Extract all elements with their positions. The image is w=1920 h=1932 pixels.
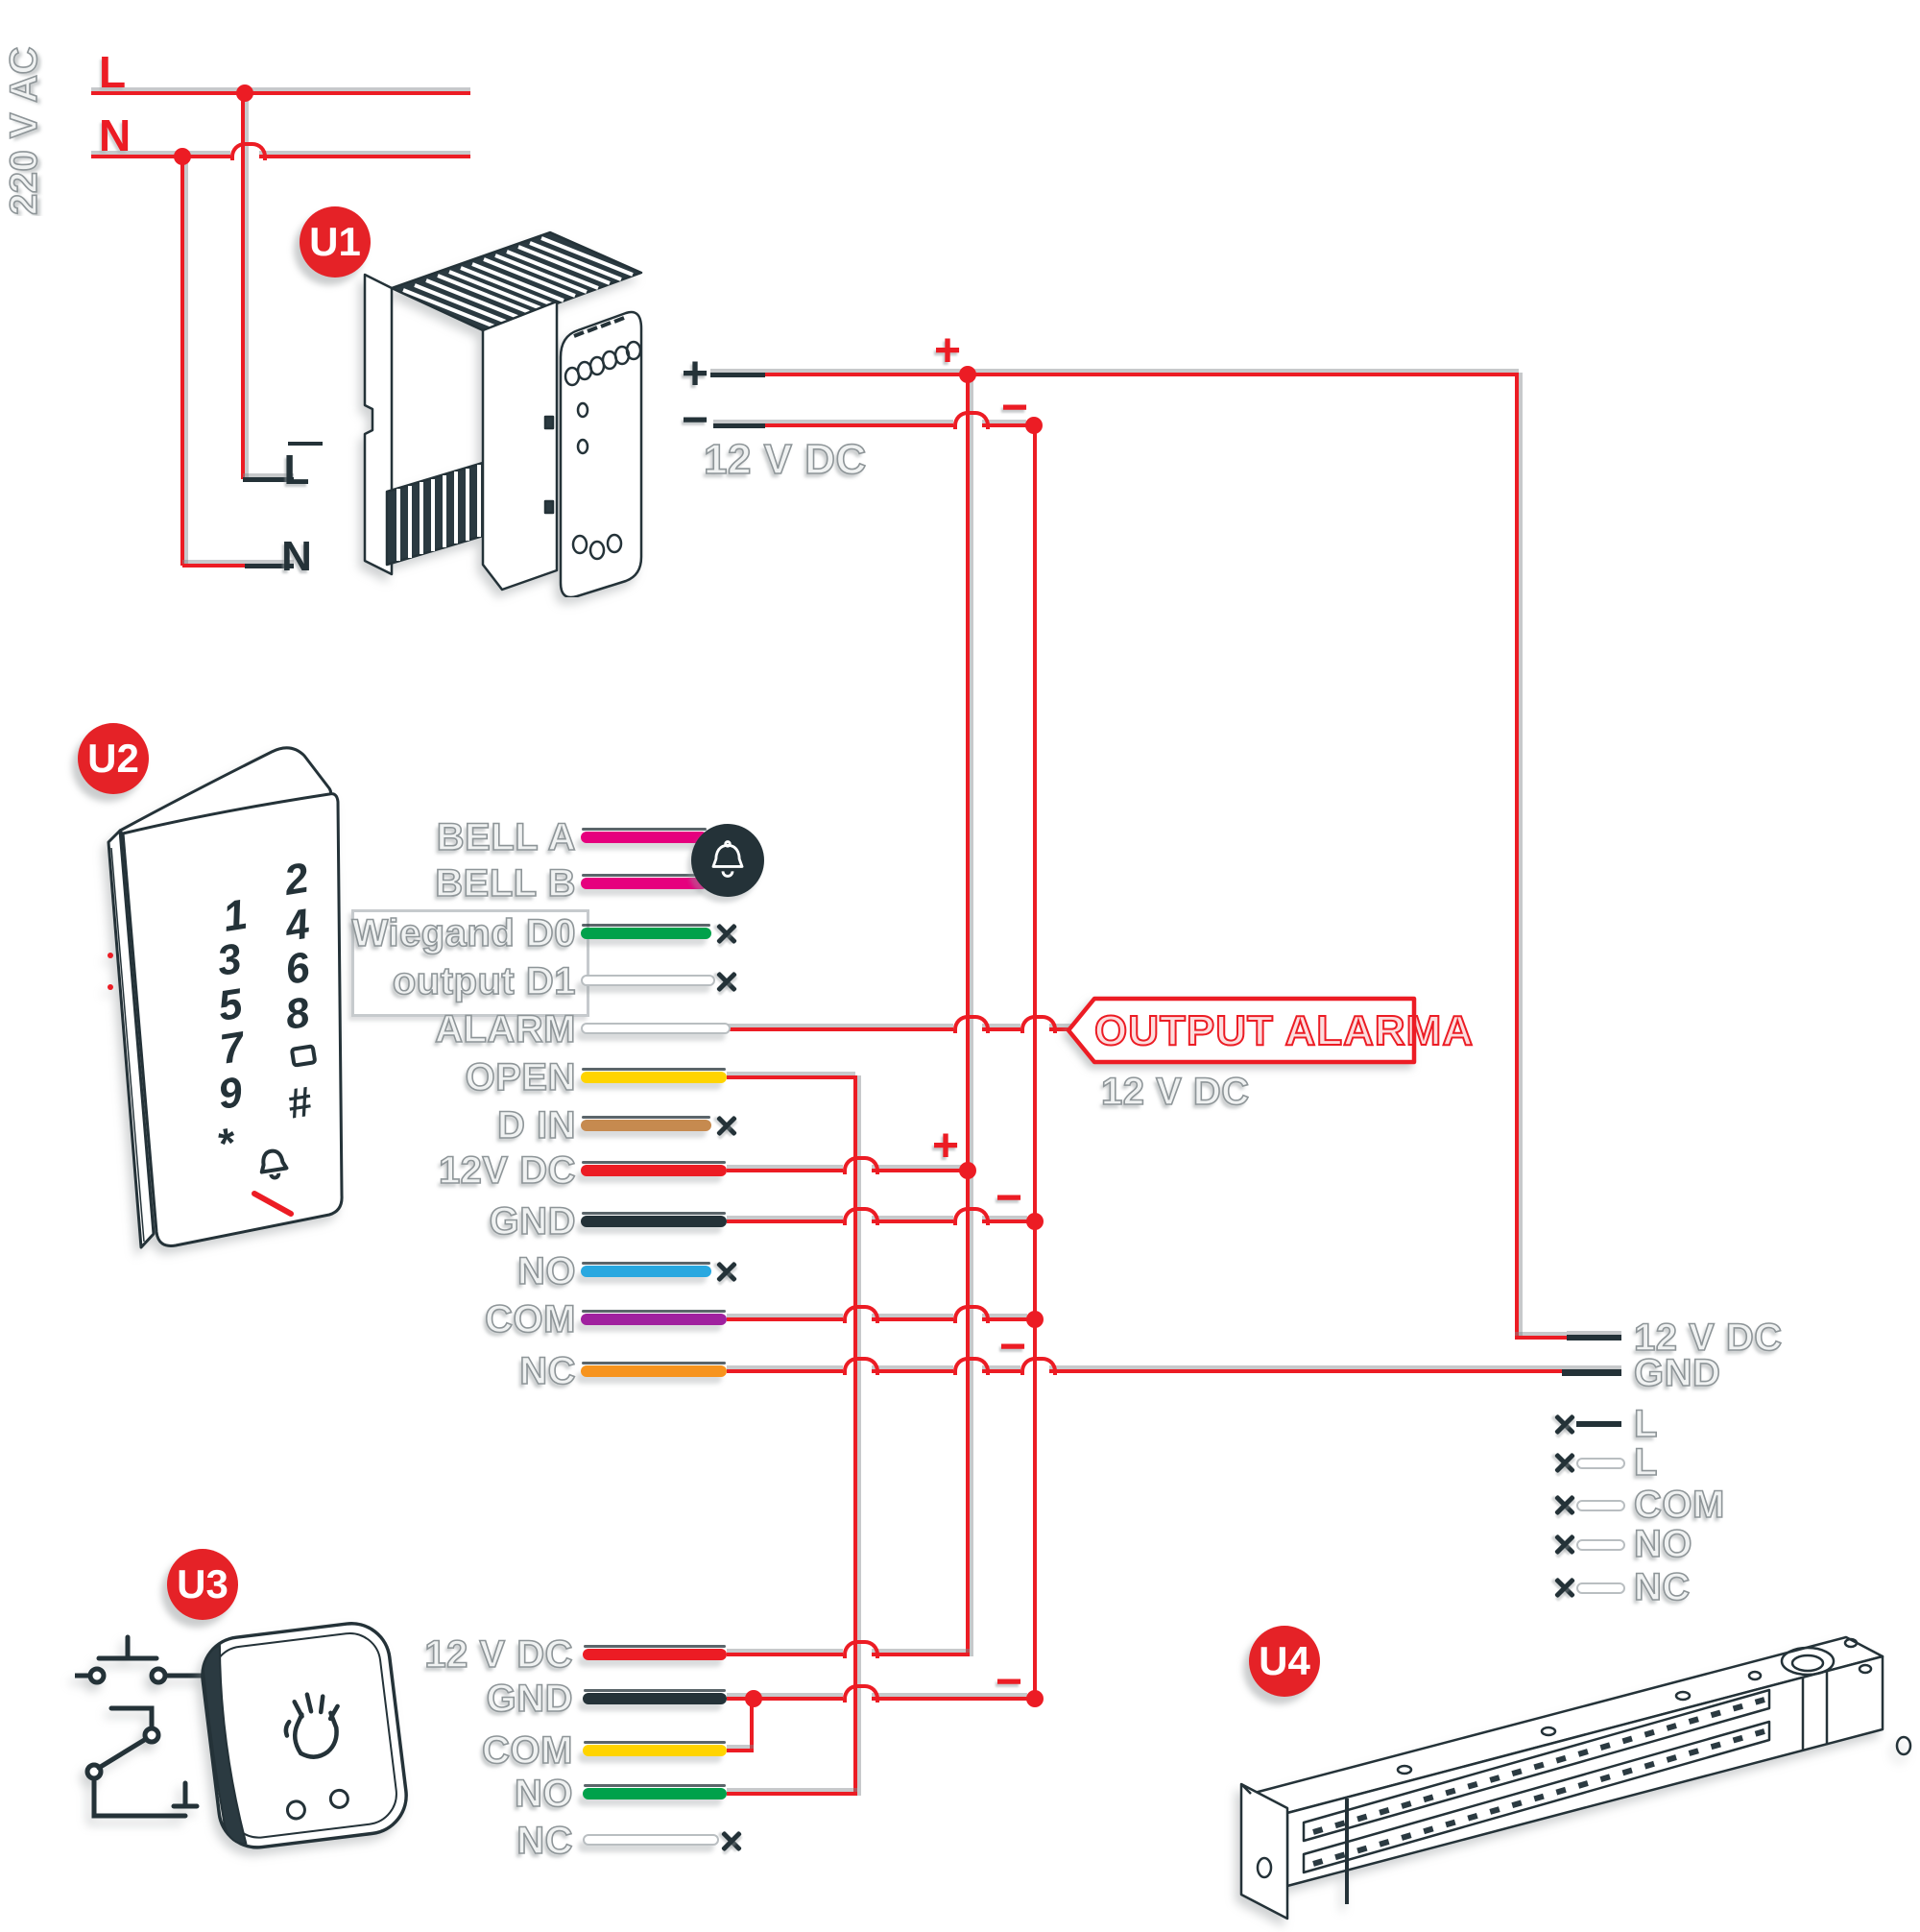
- nc-x-mark: [1553, 1451, 1576, 1474]
- terminal-label-u4-l2: L: [1633, 1441, 1658, 1484]
- keypad-key-0[interactable]: [290, 1044, 317, 1068]
- wire-label-open: OPEN: [465, 1056, 576, 1099]
- mains-voltage-label: 220 V AC: [2, 45, 46, 216]
- wire-u3-12vdc: [583, 1645, 727, 1660]
- minus-marker: −: [1000, 382, 1029, 433]
- nc-x-mark: [715, 1114, 738, 1137]
- junction-dot: [959, 1162, 976, 1179]
- junction-dot: [745, 1690, 762, 1707]
- junction-dot: [1026, 1213, 1044, 1230]
- psu-minus-terminal: −: [681, 395, 709, 446]
- nc-x-mark: [715, 970, 738, 993]
- junction-dot: [1026, 1311, 1044, 1328]
- wire-label-12v-dc: 12V DC: [438, 1149, 576, 1192]
- nc-x-mark: [715, 1260, 738, 1283]
- plus-marker: +: [933, 326, 962, 376]
- terminal-label-u4-l1: L: [1633, 1403, 1658, 1445]
- wire-label-output-d1: output D1: [392, 960, 576, 1002]
- wire-alarm: [581, 1023, 731, 1034]
- minus-marker: −: [998, 1321, 1027, 1372]
- psu-plus-terminal: +: [681, 349, 709, 399]
- alarm-output-flag: [1066, 996, 1417, 1065]
- terminal-label-u4-12vdc: 12 V DC: [1633, 1316, 1783, 1359]
- junction-dot: [959, 366, 976, 383]
- wire-label-com: COM: [484, 1298, 576, 1340]
- keypad-key-bell[interactable]: [259, 1148, 289, 1180]
- wire-label-bell-b: BELL B: [434, 862, 576, 905]
- nc-x-mark: [1553, 1533, 1576, 1556]
- nc-x-mark: [1553, 1576, 1576, 1599]
- button-schematic-icons: [75, 1634, 207, 1819]
- psu-terminal-tick: [288, 442, 323, 446]
- minus-marker: −: [995, 1172, 1023, 1223]
- alarm-flag-title: OUTPUT ALARMA: [1093, 1006, 1475, 1055]
- wire-open: [581, 1068, 727, 1083]
- wiegand-output-box: [351, 909, 589, 1017]
- nc-x-mark: [715, 922, 738, 945]
- mains-neutral-label: N: [99, 110, 132, 160]
- terminal-label-u4-gnd: GND: [1633, 1352, 1721, 1394]
- doorbell-icon: [691, 824, 764, 897]
- plus-rail: [966, 373, 970, 1656]
- psu-output-voltage-label: 12 V DC: [703, 436, 867, 483]
- plus-marker: +: [931, 1121, 960, 1171]
- badge-u1: U1: [300, 206, 371, 278]
- wire-label-wiegand-d0: Wiegand D0: [351, 912, 577, 954]
- wire-no: [581, 1262, 711, 1277]
- exit-button-illustration[interactable]: [192, 1589, 432, 1896]
- wire-output-d1: [581, 975, 715, 986]
- nc-x-mark: [720, 1829, 743, 1852]
- wire-label-u3-12vdc: 12 V DC: [424, 1633, 574, 1676]
- minus-rail: [1033, 423, 1037, 1701]
- wire-u3-com: [583, 1741, 727, 1756]
- wire-label-no: NO: [516, 1250, 576, 1292]
- alarm-flag-voltage: 12 V DC: [1100, 1071, 1250, 1113]
- wire-u3-no: [583, 1784, 727, 1799]
- badge-u2: U2: [78, 723, 149, 794]
- badge-u3: U3: [167, 1549, 238, 1620]
- wire-label-bell-a: BELL A: [436, 816, 576, 858]
- wire-bell-b: [581, 874, 708, 889]
- junction-dot: [1026, 1690, 1044, 1707]
- wire-label-nc: NC: [518, 1350, 576, 1392]
- wire-com: [581, 1310, 727, 1325]
- wire-label-d-in: D IN: [496, 1104, 576, 1147]
- terminal-label-u4-com: COM: [1633, 1484, 1725, 1526]
- wire-12v-dc: [581, 1161, 727, 1176]
- wire-label-u3-nc: NC: [516, 1820, 573, 1862]
- wire-u3-gnd: [583, 1689, 727, 1704]
- nc-x-mark: [1553, 1493, 1576, 1516]
- wire-label-alarm: ALARM: [434, 1008, 576, 1051]
- keypad-illustration: 1 3 5 7 9 * 2 4 6 8 #: [107, 746, 344, 1249]
- psu-neutral-terminal: N: [281, 533, 312, 580]
- wire-gnd: [581, 1212, 727, 1227]
- wire-nc: [581, 1362, 727, 1377]
- terminal-label-u4-no: NO: [1633, 1523, 1692, 1565]
- minus-marker: −: [995, 1656, 1023, 1707]
- mains-live-label: L: [99, 47, 127, 97]
- junction-dot: [1025, 417, 1043, 434]
- power-supply-illustration: [363, 230, 643, 597]
- badge-u4: U4: [1249, 1626, 1320, 1697]
- wire-label-u3-gnd: GND: [486, 1678, 573, 1720]
- wire-label-u3-com: COM: [481, 1729, 573, 1772]
- lock-supply-rail: [1515, 373, 1519, 1340]
- terminal-label-u4-nc: NC: [1633, 1566, 1691, 1608]
- junction-dot: [236, 85, 253, 102]
- wire-u3-nc: [583, 1834, 719, 1846]
- psu-live-terminal: L: [283, 447, 310, 494]
- wire-bell-a: [581, 828, 708, 843]
- wire-wiegand-d0: [581, 924, 711, 939]
- wire-label-gnd: GND: [489, 1200, 576, 1243]
- wire-label-u3-no: NO: [514, 1773, 573, 1815]
- wire-d-in: [581, 1116, 711, 1131]
- maglock-illustration: [1239, 1635, 1912, 1920]
- nc-x-mark: [1553, 1413, 1576, 1436]
- junction-dot: [174, 148, 191, 165]
- hand-icon: [283, 1692, 340, 1759]
